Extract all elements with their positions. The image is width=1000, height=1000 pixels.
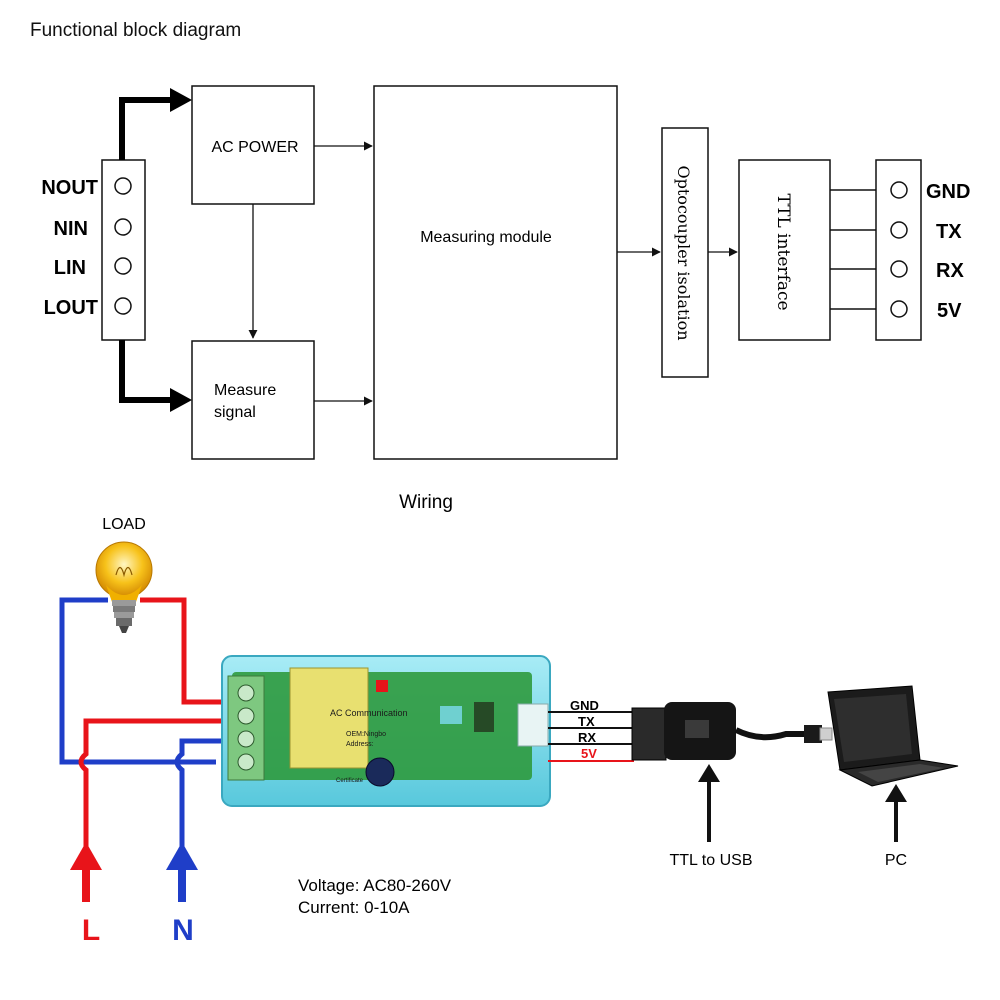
measure-signal-label-line2: signal xyxy=(214,404,256,421)
module-address-text: Address: xyxy=(346,741,374,748)
input-label-lout: LOUT xyxy=(44,297,98,319)
signal-label-tx: TX xyxy=(578,714,595,729)
terminal-screw-icon xyxy=(237,707,255,725)
thick-arrow-to-measure-signal xyxy=(119,340,172,403)
module-ac-comm-text: AC Communication xyxy=(330,708,408,718)
power-meter-module: AC Communication OEM:Ningbo Address: Cer… xyxy=(221,655,551,807)
terminal-screw-icon xyxy=(237,684,255,702)
output-terminal-block xyxy=(875,159,922,341)
ttl-interface-label: TTL interface xyxy=(773,193,793,310)
live-wire-load xyxy=(140,597,226,705)
measuring-module-block xyxy=(373,85,618,460)
output-label-rx: RX xyxy=(936,260,964,282)
voltage-spec: Voltage: AC80-260V xyxy=(298,876,452,895)
live-supply-arrow-shaft xyxy=(82,866,90,902)
terminal-screw-icon xyxy=(890,181,908,199)
live-wire-supply xyxy=(78,718,226,853)
measure-signal-label-line1: Measure xyxy=(214,382,276,399)
thick-arrow-to-ac-power xyxy=(119,97,172,160)
neutral-wire-load xyxy=(59,597,216,765)
thick-arrow-head-icon xyxy=(170,388,192,412)
arrow-head-icon xyxy=(885,784,907,802)
arrow-head-icon xyxy=(698,764,720,782)
signal-label-gnd: GND xyxy=(570,698,599,713)
terminal-screw-icon xyxy=(237,753,255,771)
functional-block-diagram: Functional block diagram NOUT NIN LIN LO… xyxy=(30,20,970,460)
thick-arrow-head-icon xyxy=(170,88,192,112)
ttl-usb-label: TTL to USB xyxy=(670,852,753,869)
terminal-screw-icon xyxy=(890,300,908,318)
neutral-label: N xyxy=(172,914,194,947)
terminal-screw-icon xyxy=(114,297,132,315)
ac-power-block xyxy=(191,85,315,205)
pc-label: PC xyxy=(885,852,907,869)
measure-signal-block xyxy=(191,340,315,460)
signal-label-rx: RX xyxy=(578,730,596,745)
current-spec: Current: 0-10A xyxy=(298,898,410,917)
output-label-5v: 5V xyxy=(937,300,962,322)
load-label: LOAD xyxy=(102,516,146,533)
wiring-title: Wiring xyxy=(399,492,453,513)
input-terminal-block xyxy=(101,159,146,341)
signal-label-5v: 5V xyxy=(581,746,597,761)
light-bulb-icon xyxy=(95,541,153,633)
module-oem-text: OEM:Ningbo xyxy=(346,731,386,738)
terminal-screw-icon xyxy=(237,730,255,748)
input-label-nout: NOUT xyxy=(41,177,98,199)
diagram-title: Functional block diagram xyxy=(30,20,241,41)
input-label-lin: LIN xyxy=(54,257,86,279)
live-supply-arrow-icon xyxy=(70,842,102,870)
terminal-screw-icon xyxy=(114,218,132,236)
ttl-usb-adapter-icon xyxy=(631,702,833,761)
neutral-supply-arrow-shaft xyxy=(178,866,186,902)
input-label-nin: NIN xyxy=(54,218,88,240)
live-label: L xyxy=(82,914,100,947)
output-label-gnd: GND xyxy=(926,181,970,203)
terminal-screw-icon xyxy=(114,177,132,195)
terminal-screw-icon xyxy=(890,221,908,239)
optocoupler-block xyxy=(661,127,709,378)
neutral-wire-supply xyxy=(174,738,226,853)
laptop-pc-icon xyxy=(827,685,959,787)
neutral-supply-arrow-icon xyxy=(166,842,198,870)
terminal-screw-icon xyxy=(114,257,132,275)
measuring-module-label: Measuring module xyxy=(420,229,552,246)
module-cert-text: Certificate xyxy=(336,778,364,784)
ttl-interface-block xyxy=(738,159,831,341)
optocoupler-label: Optocoupler isolation xyxy=(674,166,693,341)
wiring-diagram: Wiring LOAD L N xyxy=(59,492,959,947)
output-label-tx: TX xyxy=(936,221,962,243)
module-ttl-header xyxy=(517,703,549,747)
terminal-screw-icon xyxy=(890,260,908,278)
ac-power-label: AC POWER xyxy=(211,139,298,156)
